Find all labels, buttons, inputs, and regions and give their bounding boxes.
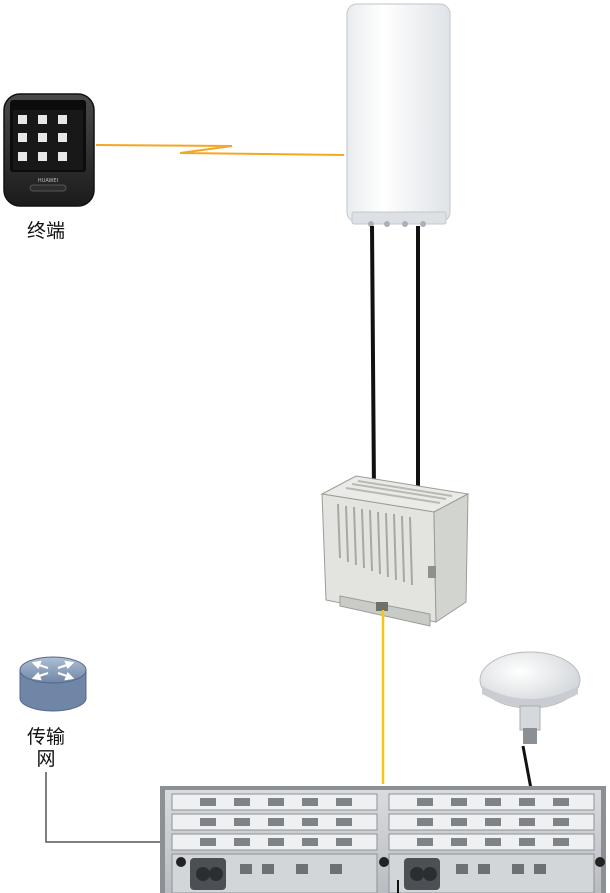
transport-label-line2: 网 [36,748,56,770]
feeder-cables [370,225,420,500]
terminal-label: 终端 [26,220,65,242]
transport-network-label: 传输 网 [18,726,74,770]
rru-unit-icon [320,475,470,627]
transport-label-line1: 传输 [26,726,65,748]
transport-link [45,772,160,843]
antenna-panel-icon [346,3,451,227]
router-icon [19,656,87,712]
gps-antenna-icon [479,651,581,744]
bbu-chassis-icon [160,786,606,893]
phone-brand-text: HUAWEI [38,178,58,184]
mobile-terminal-icon: HUAWEI [3,93,95,207]
wireless-link [95,144,345,156]
